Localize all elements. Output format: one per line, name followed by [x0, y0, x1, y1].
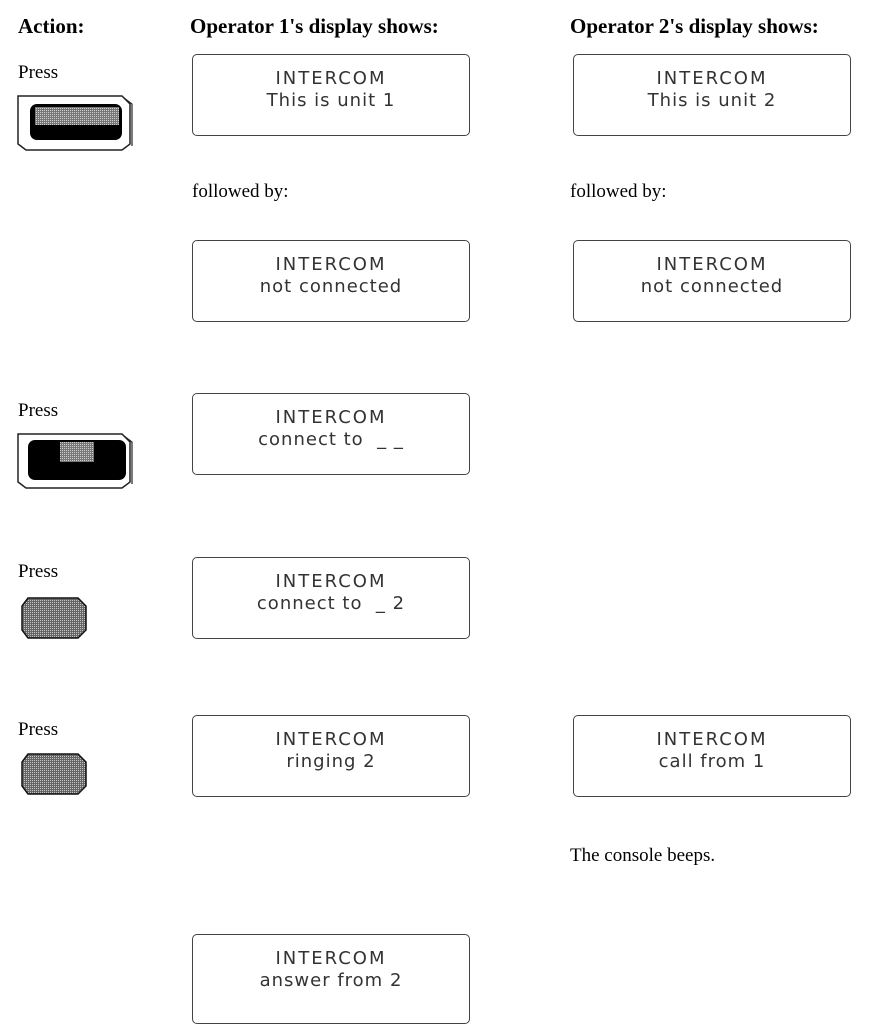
digit-key-icon	[20, 752, 90, 801]
display-title: INTERCOM	[656, 729, 768, 750]
step-4-action: Press	[18, 719, 59, 740]
step-1-action: Press	[18, 62, 59, 83]
operator1-column-header: Operator 1's display shows:	[190, 14, 439, 38]
operator2-column-header: Operator 2's display shows:	[570, 14, 819, 38]
op2-display-unit: INTERCOM This is unit 2	[573, 54, 851, 136]
display-message: connect to _ 2	[256, 593, 406, 614]
op1-display-not-connected: INTERCOM not connected	[192, 240, 470, 322]
display-title: INTERCOM	[275, 68, 387, 89]
op1-display-ringing: INTERCOM ringing 2	[192, 715, 470, 797]
op2-followed-by: followed by:	[570, 181, 667, 202]
display-message: answer from 2	[259, 970, 403, 991]
step-3-action: Press	[18, 561, 59, 582]
display-title: INTERCOM	[275, 571, 387, 592]
intercom-key-icon	[16, 90, 136, 159]
display-message: This is unit 2	[647, 90, 777, 111]
display-title: INTERCOM	[656, 68, 768, 89]
action-column-header: Action:	[18, 14, 85, 38]
op1-display-unit: INTERCOM This is unit 1	[192, 54, 470, 136]
display-title: INTERCOM	[275, 948, 387, 969]
display-title: INTERCOM	[275, 729, 387, 750]
step-2-action: Press	[18, 400, 59, 421]
op2-display-call-from: INTERCOM call from 1	[573, 715, 851, 797]
display-message: call from 1	[658, 751, 766, 772]
display-title: INTERCOM	[275, 407, 387, 428]
op1-display-connect-to: INTERCOM connect to _ _	[192, 393, 470, 475]
op1-followed-by: followed by:	[192, 181, 289, 202]
display-title: INTERCOM	[656, 254, 768, 275]
display-title: INTERCOM	[275, 254, 387, 275]
display-message: connect to _ _	[258, 429, 404, 450]
op2-display-not-connected: INTERCOM not connected	[573, 240, 851, 322]
digit-key-icon	[20, 596, 90, 645]
connect-key-icon	[16, 428, 136, 497]
display-message: not connected	[640, 276, 784, 297]
display-message: not connected	[259, 276, 403, 297]
op1-display-connect-to-2: INTERCOM connect to _ 2	[192, 557, 470, 639]
display-message: This is unit 1	[266, 90, 396, 111]
display-message: ringing 2	[286, 751, 376, 772]
op2-console-beeps-note: The console beeps.	[570, 845, 716, 866]
op1-display-answer-from: INTERCOM answer from 2	[192, 934, 470, 1024]
